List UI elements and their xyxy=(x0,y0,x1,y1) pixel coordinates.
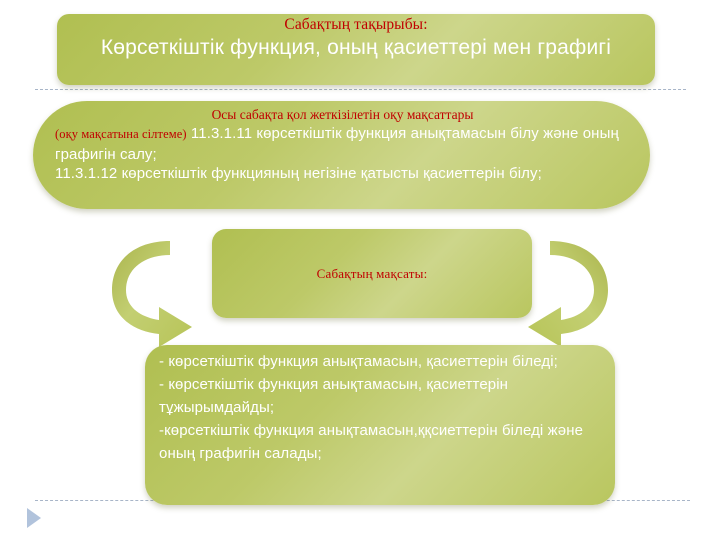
objective-code-1: 11.3.1.11 көрсеткіштік функция анықтамас… xyxy=(55,125,619,163)
curved-arrow-down-right-icon xyxy=(524,233,616,347)
dashed-divider-top xyxy=(35,89,686,90)
lesson-outcomes-body: - көрсеткіштік функция анықтамасын, қаси… xyxy=(159,350,601,465)
lesson-aim-label: Сабақтың мақсаты: xyxy=(316,265,428,281)
lesson-title-text: Көрсеткіштік функция, оның қасиеттері ме… xyxy=(100,36,612,59)
curved-arrow-down-left-icon xyxy=(104,233,196,347)
lesson-outcomes-panel: - көрсеткіштік функция анықтамасын, қаси… xyxy=(145,345,615,505)
learning-objectives-panel: Осы сабақта қол жеткізілетін оқу мақсатт… xyxy=(33,101,650,209)
learning-objectives-body: (оқу мақсатына сілтеме) 11.3.1.11 көрсет… xyxy=(55,124,630,184)
triangle-right-icon xyxy=(27,508,41,528)
outcome-item-2: - көрсеткіштік функция анықтамасын, қаси… xyxy=(159,376,509,416)
outcome-item-1: - көрсеткіштік функция анықтамасын, қаси… xyxy=(159,353,558,370)
lesson-title-panel: Сабақтың тақырыбы: Көрсеткіштік функция,… xyxy=(57,14,655,85)
lesson-title-label: Сабақтың тақырыбы: xyxy=(284,16,428,33)
objective-code-2: 11.3.1.12 көрсеткіштік функцияның негізі… xyxy=(55,165,542,182)
objective-reference-label: (оқу мақсатына сілтеме) xyxy=(55,127,187,141)
outcome-item-3: -көрсеткіштік функция анықтамасын,ққсиет… xyxy=(159,422,584,462)
learning-objectives-heading: Осы сабақта қол жеткізілетін оқу мақсатт… xyxy=(211,107,474,122)
lesson-aim-panel: Сабақтың мақсаты: xyxy=(212,229,532,318)
